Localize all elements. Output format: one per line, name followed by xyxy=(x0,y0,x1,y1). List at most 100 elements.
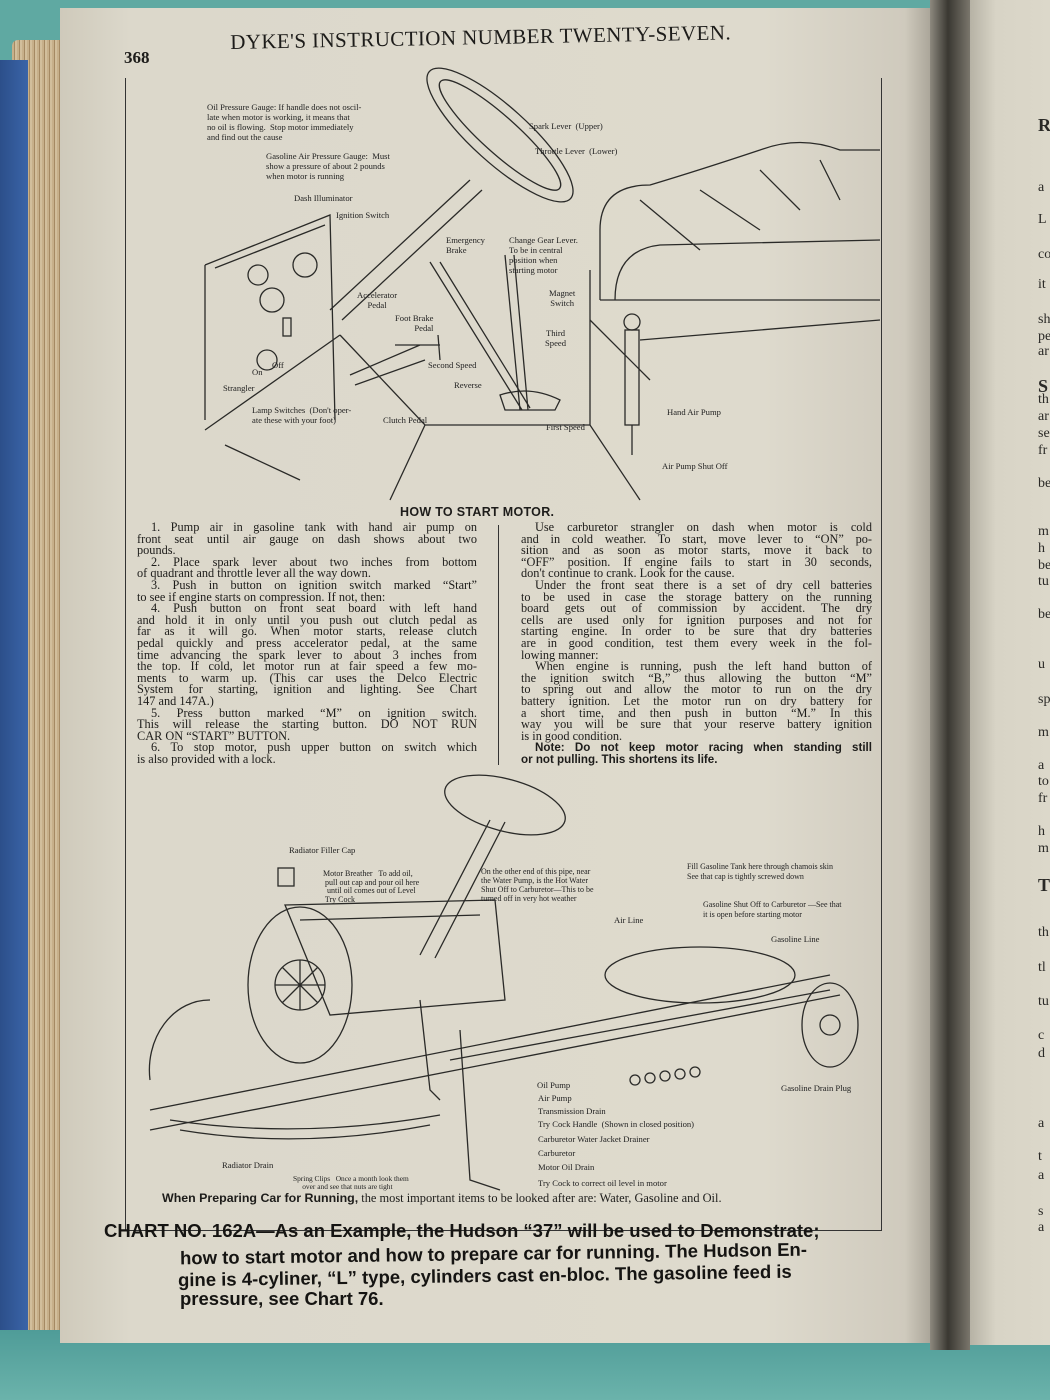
text-line: pounds. xyxy=(137,543,176,558)
facing-page-fragment: a xyxy=(1038,1168,1045,1183)
facing-page-fragment: tu xyxy=(1038,574,1049,589)
label-radiator-drain: Radiator Drain xyxy=(222,1160,274,1170)
facing-page-fragment: ar xyxy=(1038,409,1049,424)
text-line: front seat until air gauge on dash shows… xyxy=(137,531,477,546)
engine-block xyxy=(284,899,506,1016)
leaf-spring xyxy=(169,1114,441,1140)
label-first-speed: First Speed xyxy=(546,422,585,432)
facing-page-fragment: be xyxy=(1038,607,1050,622)
label-spring-clips: Spring Clips Once a month look them over… xyxy=(293,1174,409,1191)
label-motor-oil-drain: Motor Oil Drain xyxy=(538,1162,595,1172)
text-line: the ignition switch “B,” thus allowing t… xyxy=(521,670,872,685)
text-line: to be used in case the storage battery o… xyxy=(521,589,872,604)
chart-caption-line-4: pressure, see Chart 76. xyxy=(180,1288,384,1309)
facing-page-fragment: m xyxy=(1038,725,1049,740)
facing-page-fragment: a xyxy=(1038,758,1045,773)
label-air-pump: Air Pump xyxy=(538,1093,572,1103)
facing-page-fragment: R xyxy=(1038,115,1050,135)
facing-page-fragment: m xyxy=(1038,841,1049,856)
facing-page-fragment: to xyxy=(1038,774,1049,789)
label-on: On xyxy=(252,367,263,377)
seat xyxy=(589,141,881,381)
section-heading: HOW TO START MOTOR. xyxy=(400,505,555,519)
caption-rest: the most important items to be looked af… xyxy=(358,1191,722,1205)
label-dash-illuminator: Dash Illuminator xyxy=(294,193,353,203)
label-hand-air-pump: Hand Air Pump xyxy=(667,407,721,417)
frame-rail xyxy=(149,974,841,1131)
facing-page-fragment: ar xyxy=(1038,344,1049,359)
chart-caption-line-1: CHART NO. 162A—As an Example, the Hudson… xyxy=(104,1220,820,1241)
facing-page-fragment: se xyxy=(1038,426,1050,441)
label-clutch-pedal: Clutch Pedal xyxy=(383,415,428,425)
text-line: System for starting, ignition and lighti… xyxy=(137,682,477,697)
label-off: Off xyxy=(272,360,284,370)
label-throttle-lever: Throttle Lever (Lower) xyxy=(535,146,618,156)
top-diagram-drawing xyxy=(204,67,881,501)
label-gasoline-line: Gasoline Line xyxy=(771,934,820,944)
text-line: starting engine. In order to be sure tha… xyxy=(521,624,872,639)
radiator xyxy=(247,906,353,1064)
text-line: “OFF” position. If engine fails to start… xyxy=(521,554,872,569)
facing-page-fragment: s xyxy=(1038,1204,1044,1219)
text-line: When engine is running, push the left ha… xyxy=(535,659,872,674)
steering-wheel xyxy=(426,67,574,203)
facing-page-fragment: fr xyxy=(1038,443,1048,458)
label-ignition-switch: Ignition Switch xyxy=(336,210,390,220)
column-divider xyxy=(498,525,499,765)
label-lamp-switches: Lamp Switches (Don't oper- ate these wit… xyxy=(252,405,352,425)
diagram-caption: When Preparing Car for Running, the most… xyxy=(162,1191,722,1206)
label-spark-lever: Spark Lever (Upper) xyxy=(529,121,603,131)
label-oil-pressure-gauge: Oil Pressure Gauge: If handle does not o… xyxy=(207,102,362,142)
text-line: 3. Push in button on ignition switch mar… xyxy=(151,577,477,592)
facing-page-fragment: c xyxy=(1038,1028,1045,1043)
facing-page-fragment: t xyxy=(1038,1149,1042,1164)
facing-page-fragment: th xyxy=(1038,925,1049,940)
facing-page-fragment: T xyxy=(1038,875,1050,895)
label-reverse: Reverse xyxy=(454,380,482,390)
facing-page-fragment: tl xyxy=(1038,960,1046,975)
text-line: time advancing the spark lever to about … xyxy=(137,647,477,662)
note: Note: Do not keep motor racing when stan… xyxy=(521,742,872,765)
text-line: 5. Press button marked “M” on ignition s… xyxy=(151,705,477,720)
label-carburetor-water-jacket-drainer: Carburetor Water Jacket Drainer xyxy=(538,1134,650,1144)
label-emergency-brake: Emergency Brake xyxy=(446,235,485,255)
label-gasoline-drain-plug: Gasoline Drain Plug xyxy=(781,1083,852,1093)
text-line: sition and as soon as motor starts, move… xyxy=(521,543,872,558)
facing-page-fragment: h xyxy=(1038,824,1045,839)
label-gasoline-air-pressure-gauge: Gasoline Air Pressure Gauge: Must show a… xyxy=(266,151,390,181)
label-transmission-drain: Transmission Drain xyxy=(538,1106,606,1116)
facing-page-fragment: m xyxy=(1038,524,1049,539)
note-line: or not pulling. This shortens its life. xyxy=(521,752,718,766)
text-line: 6. To stop motor, push upper button on s… xyxy=(151,740,477,755)
book-page xyxy=(60,8,940,1343)
text-line: and hold it in only until you push out c… xyxy=(137,612,477,627)
facing-page-fragment: tu xyxy=(1038,994,1049,1009)
facing-page-fragment: h xyxy=(1038,541,1045,556)
facing-page-fragment: sh xyxy=(1038,312,1050,327)
label-try-cock-handle: Try Cock Handle (Shown in closed positio… xyxy=(538,1119,695,1129)
label-third-speed: Third Speed xyxy=(545,328,567,348)
facing-page-fragment: pe xyxy=(1038,329,1050,344)
page-number: 368 xyxy=(124,48,150,67)
text-line: don't continue to crank. Look for the ca… xyxy=(521,566,735,581)
label-accelerator-pedal: Accelerator Pedal xyxy=(357,290,398,310)
facing-page-fragment: u xyxy=(1038,657,1045,672)
label-fill-gasoline-tank: Fill Gasoline Tank here through chamois … xyxy=(687,862,833,881)
label-carburetor: Carburetor xyxy=(538,1148,576,1158)
text-line: This will release the starting button. D… xyxy=(137,717,477,732)
label-strangler: Strangler xyxy=(223,383,255,393)
text-line: 2. Place spark lever about two inches fr… xyxy=(151,554,477,569)
label-oil-pump: Oil Pump xyxy=(537,1080,571,1090)
facing-page-fragment: be xyxy=(1038,558,1050,573)
text-line: Use carburetor strangler on dash when mo… xyxy=(535,520,872,534)
book-gutter xyxy=(930,0,970,1350)
front-wheel xyxy=(148,999,211,1081)
steering-column xyxy=(329,179,483,321)
label-motor-breather: Motor Breather To add oil, pull out cap … xyxy=(323,869,420,904)
text-line: pedal quickly and press accelerator peda… xyxy=(137,635,477,650)
instructions-left-column: 1. Pump air in gasoline tank with hand a… xyxy=(137,521,477,765)
facing-page-fragment: S xyxy=(1038,376,1049,396)
instructions-right-column: Use carburetor strangler on dash when mo… xyxy=(521,520,872,765)
text-line: board gets out of commission by accident… xyxy=(521,601,872,616)
facing-page xyxy=(960,0,1050,1345)
